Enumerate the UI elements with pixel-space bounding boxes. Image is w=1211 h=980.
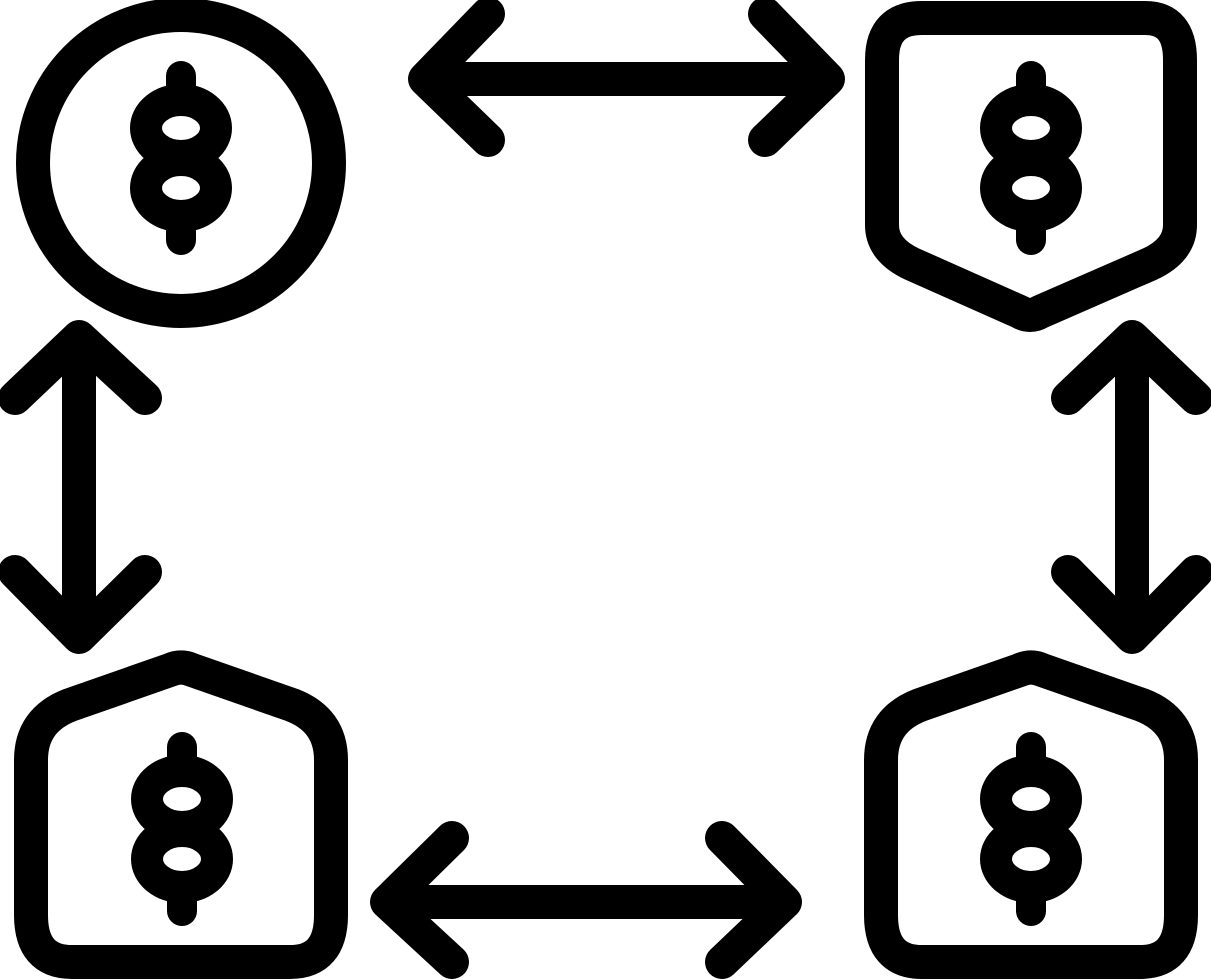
shield-node [865, 1, 1197, 332]
house-left-node [14, 650, 348, 979]
double-arrow-left [0, 320, 162, 654]
shield-outline [865, 1, 1197, 332]
dollar-icon [146, 76, 216, 240]
coin-node [16, 0, 346, 328]
dollar-icon [147, 747, 217, 911]
double-arrow-right [1051, 320, 1211, 654]
double-arrow-bottom [370, 821, 802, 979]
house-right-outline [864, 650, 1198, 979]
house-right-node [864, 650, 1198, 979]
coin-circle [16, 0, 346, 328]
double-arrow-top [408, 0, 845, 157]
dollar-icon [996, 76, 1066, 240]
house-left-outline [14, 650, 348, 979]
dollar-icon [996, 747, 1066, 911]
